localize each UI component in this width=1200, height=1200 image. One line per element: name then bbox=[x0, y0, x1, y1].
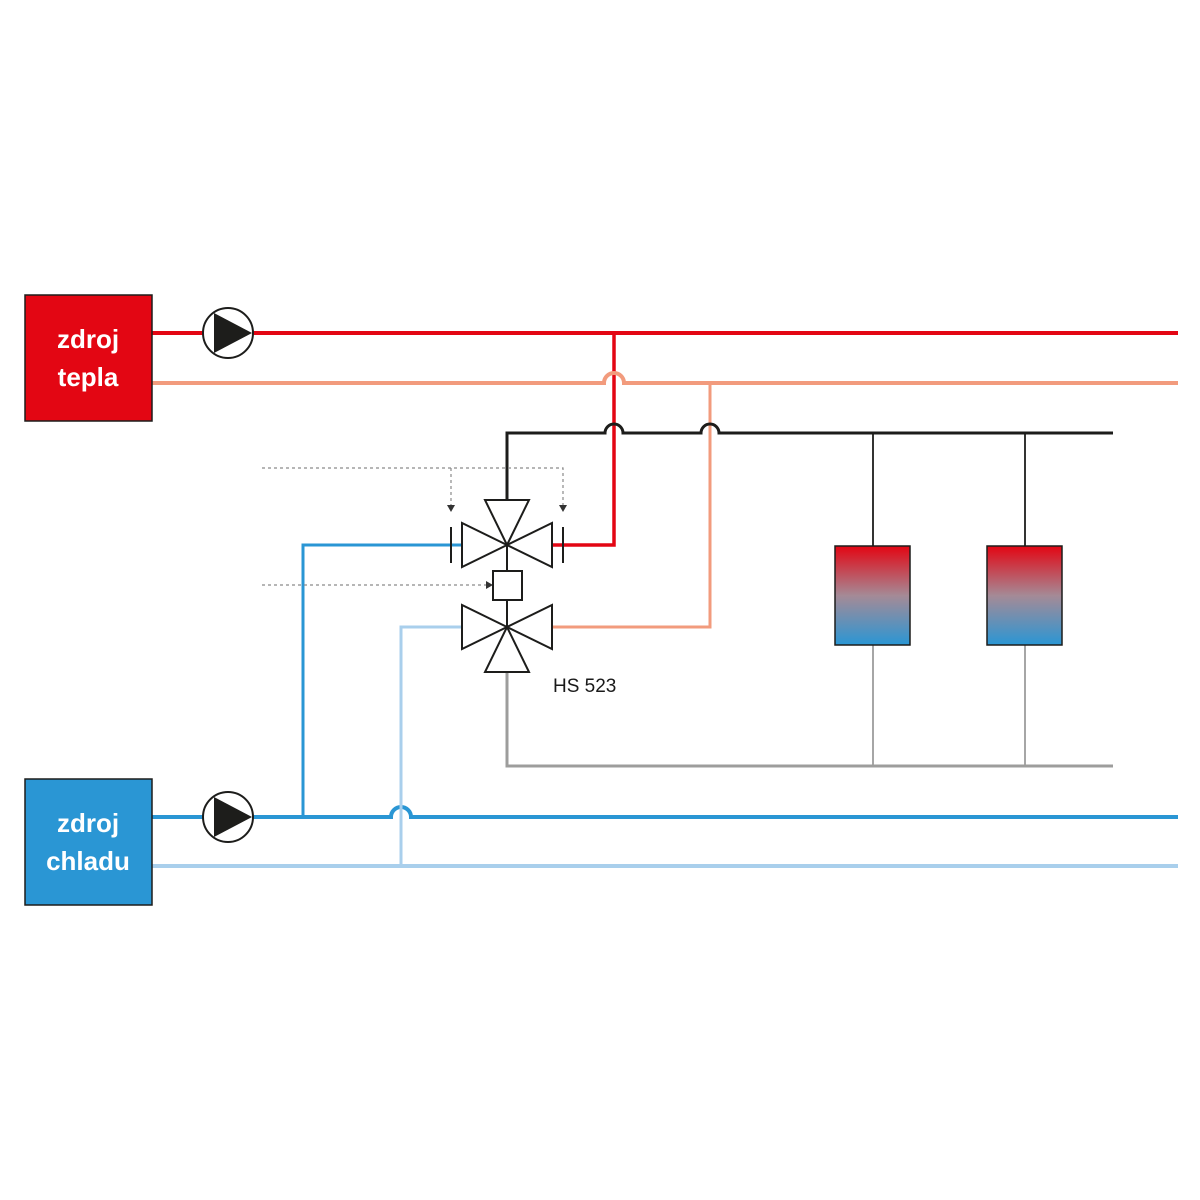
consumer-unit-1 bbox=[834, 545, 911, 646]
consumer-return-pipe bbox=[505, 645, 1113, 768]
valve-label: HS 523 bbox=[553, 676, 616, 697]
upper-four-way-valve-icon bbox=[461, 499, 553, 569]
heat-source-box bbox=[24, 294, 153, 422]
heat-source: zdroj tepla bbox=[24, 294, 153, 422]
lower-four-way-valve-icon bbox=[461, 603, 553, 673]
valve-actuator-icon bbox=[492, 545, 523, 627]
valve-stoppers bbox=[450, 527, 564, 563]
cold-source: zdroj chladu bbox=[24, 778, 153, 906]
cold-pump-icon bbox=[202, 791, 254, 843]
cold-return-pipe bbox=[152, 625, 1178, 868]
cold-source-label-line1: zdroj bbox=[57, 808, 119, 838]
cold-source-label-line2: chladu bbox=[46, 846, 130, 876]
consumer-supply-pipe bbox=[505, 422, 1113, 546]
heat-source-label-line2: tepla bbox=[58, 362, 119, 392]
heat-source-label-line1: zdroj bbox=[57, 324, 119, 354]
heat-return-pipe bbox=[152, 371, 1178, 629]
heat-pump-icon bbox=[202, 307, 254, 359]
cold-source-box bbox=[24, 778, 153, 906]
heat-supply-pipe bbox=[152, 331, 1178, 547]
control-signal-lines bbox=[262, 467, 564, 586]
consumer-unit-2 bbox=[986, 545, 1063, 646]
control-arrowheads bbox=[447, 505, 567, 589]
